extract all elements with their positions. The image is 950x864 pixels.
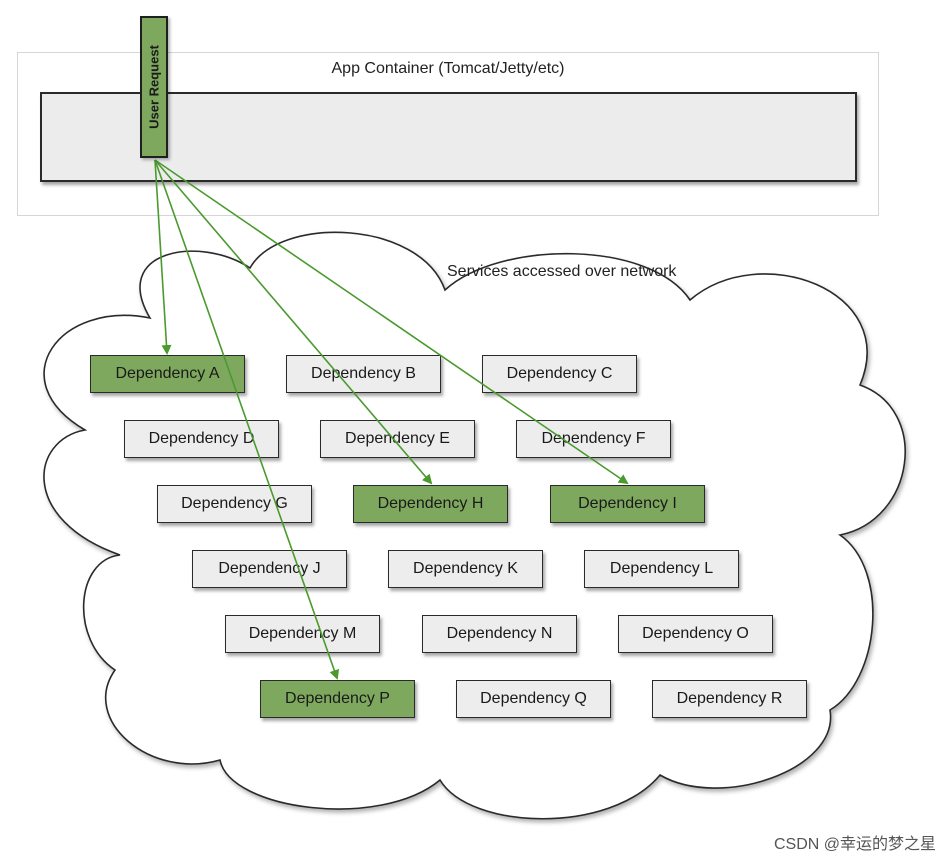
services-label: Services accessed over network bbox=[447, 263, 677, 280]
arrow-to-dependency-p bbox=[154, 159, 340, 680]
dependency-p: Dependency P bbox=[260, 680, 415, 718]
dependency-o: Dependency O bbox=[618, 615, 773, 653]
app-container-title: App Container (Tomcat/Jetty/etc) bbox=[331, 60, 565, 77]
dependency-n: Dependency N bbox=[422, 615, 577, 653]
dependency-c: Dependency C bbox=[482, 355, 637, 393]
arrow-to-dependency-h bbox=[154, 159, 433, 485]
dependency-d: Dependency D bbox=[124, 420, 279, 458]
dependency-q: Dependency Q bbox=[456, 680, 611, 718]
arrow-to-dependency-i bbox=[154, 159, 629, 485]
dependency-e: Dependency E bbox=[320, 420, 475, 458]
app-container-bar bbox=[40, 92, 857, 182]
dependency-l: Dependency L bbox=[584, 550, 739, 588]
dependency-r: Dependency R bbox=[652, 680, 807, 718]
dependency-f: Dependency F bbox=[516, 420, 671, 458]
dependency-h: Dependency H bbox=[353, 485, 508, 523]
dependency-m: Dependency M bbox=[225, 615, 380, 653]
csdn-watermark: CSDN @幸运的梦之星 bbox=[773, 836, 936, 853]
arrow-to-dependency-a bbox=[154, 159, 172, 355]
dependency-k: Dependency K bbox=[388, 550, 543, 588]
user-request-label: User Request bbox=[146, 45, 162, 129]
dependency-a: Dependency A bbox=[90, 355, 245, 393]
user-request-tab: User Request bbox=[140, 16, 168, 158]
dependency-i: Dependency I bbox=[550, 485, 705, 523]
dependency-g: Dependency G bbox=[157, 485, 312, 523]
dependency-j: Dependency J bbox=[192, 550, 347, 588]
dependency-b: Dependency B bbox=[286, 355, 441, 393]
